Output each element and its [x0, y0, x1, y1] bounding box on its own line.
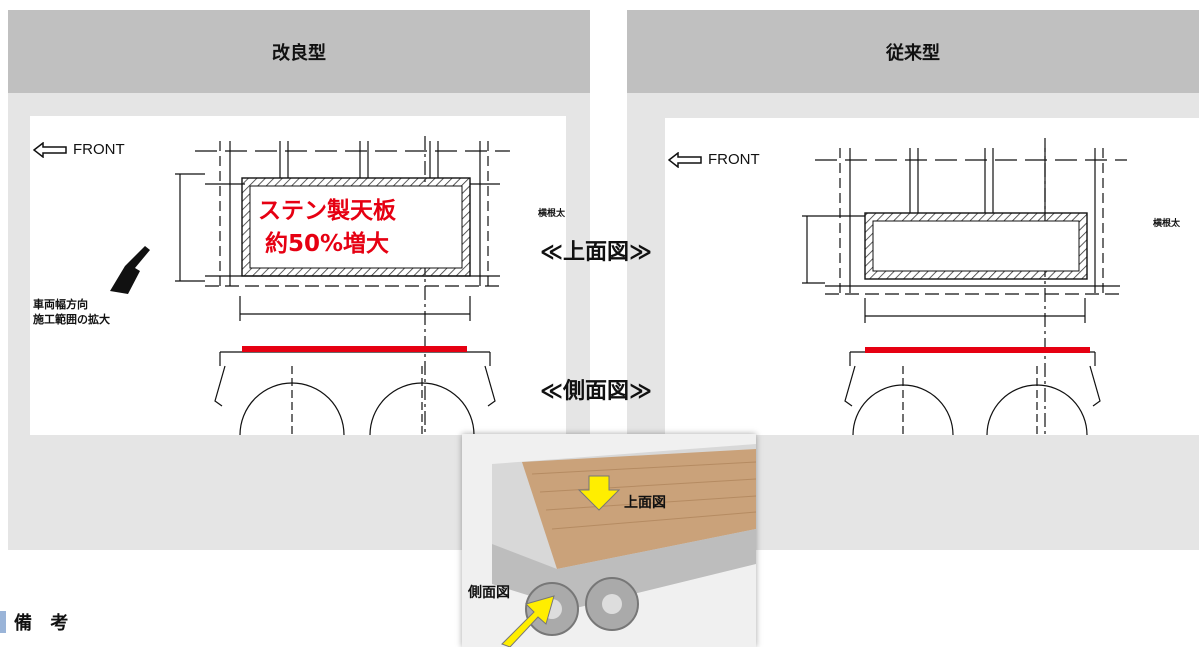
left-arrow-icon	[668, 151, 702, 168]
photo-side-label: 側面図	[468, 585, 510, 601]
side-view-label: ≪側面図≫	[540, 379, 653, 404]
front-label-left: FRONT	[73, 141, 125, 158]
remarks-label: 備 考	[14, 613, 75, 634]
front-label-right: FRONT	[708, 151, 760, 168]
remarks-heading: 備 考	[0, 611, 75, 634]
callout-line-2: 約50%増大	[264, 231, 390, 257]
note-line-2: 施工範囲の拡大	[33, 313, 110, 326]
front-indicator-right: FRONT	[668, 151, 760, 168]
improved-drawing	[30, 116, 566, 435]
photo-top-label: 上面図	[624, 495, 666, 511]
conventional-panel-title: 従来型	[627, 10, 1199, 93]
beam-label-right: 横根太	[1153, 219, 1181, 229]
conventional-drawing	[665, 118, 1199, 435]
improved-panel-title: 改良型	[8, 10, 590, 93]
conventional-schematic	[802, 138, 1127, 435]
top-plate-callout: ステン製天板 約50%増大	[254, 195, 400, 261]
improved-schematic	[110, 136, 510, 435]
width-direction-note: 車両幅方向 施工範囲の拡大	[33, 297, 110, 327]
beam-label-left: 横根太	[538, 209, 566, 219]
truck-photo: 上面図 側面図	[462, 434, 756, 647]
callout-line-1: ステン製天板	[258, 198, 396, 224]
top-view-label: ≪上面図≫	[540, 240, 653, 265]
front-indicator-left: FRONT	[33, 141, 125, 158]
left-arrow-icon	[33, 141, 67, 158]
truck-illustration	[462, 434, 756, 647]
note-line-1: 車両幅方向	[33, 298, 88, 311]
remarks-accent-bar	[0, 611, 6, 633]
